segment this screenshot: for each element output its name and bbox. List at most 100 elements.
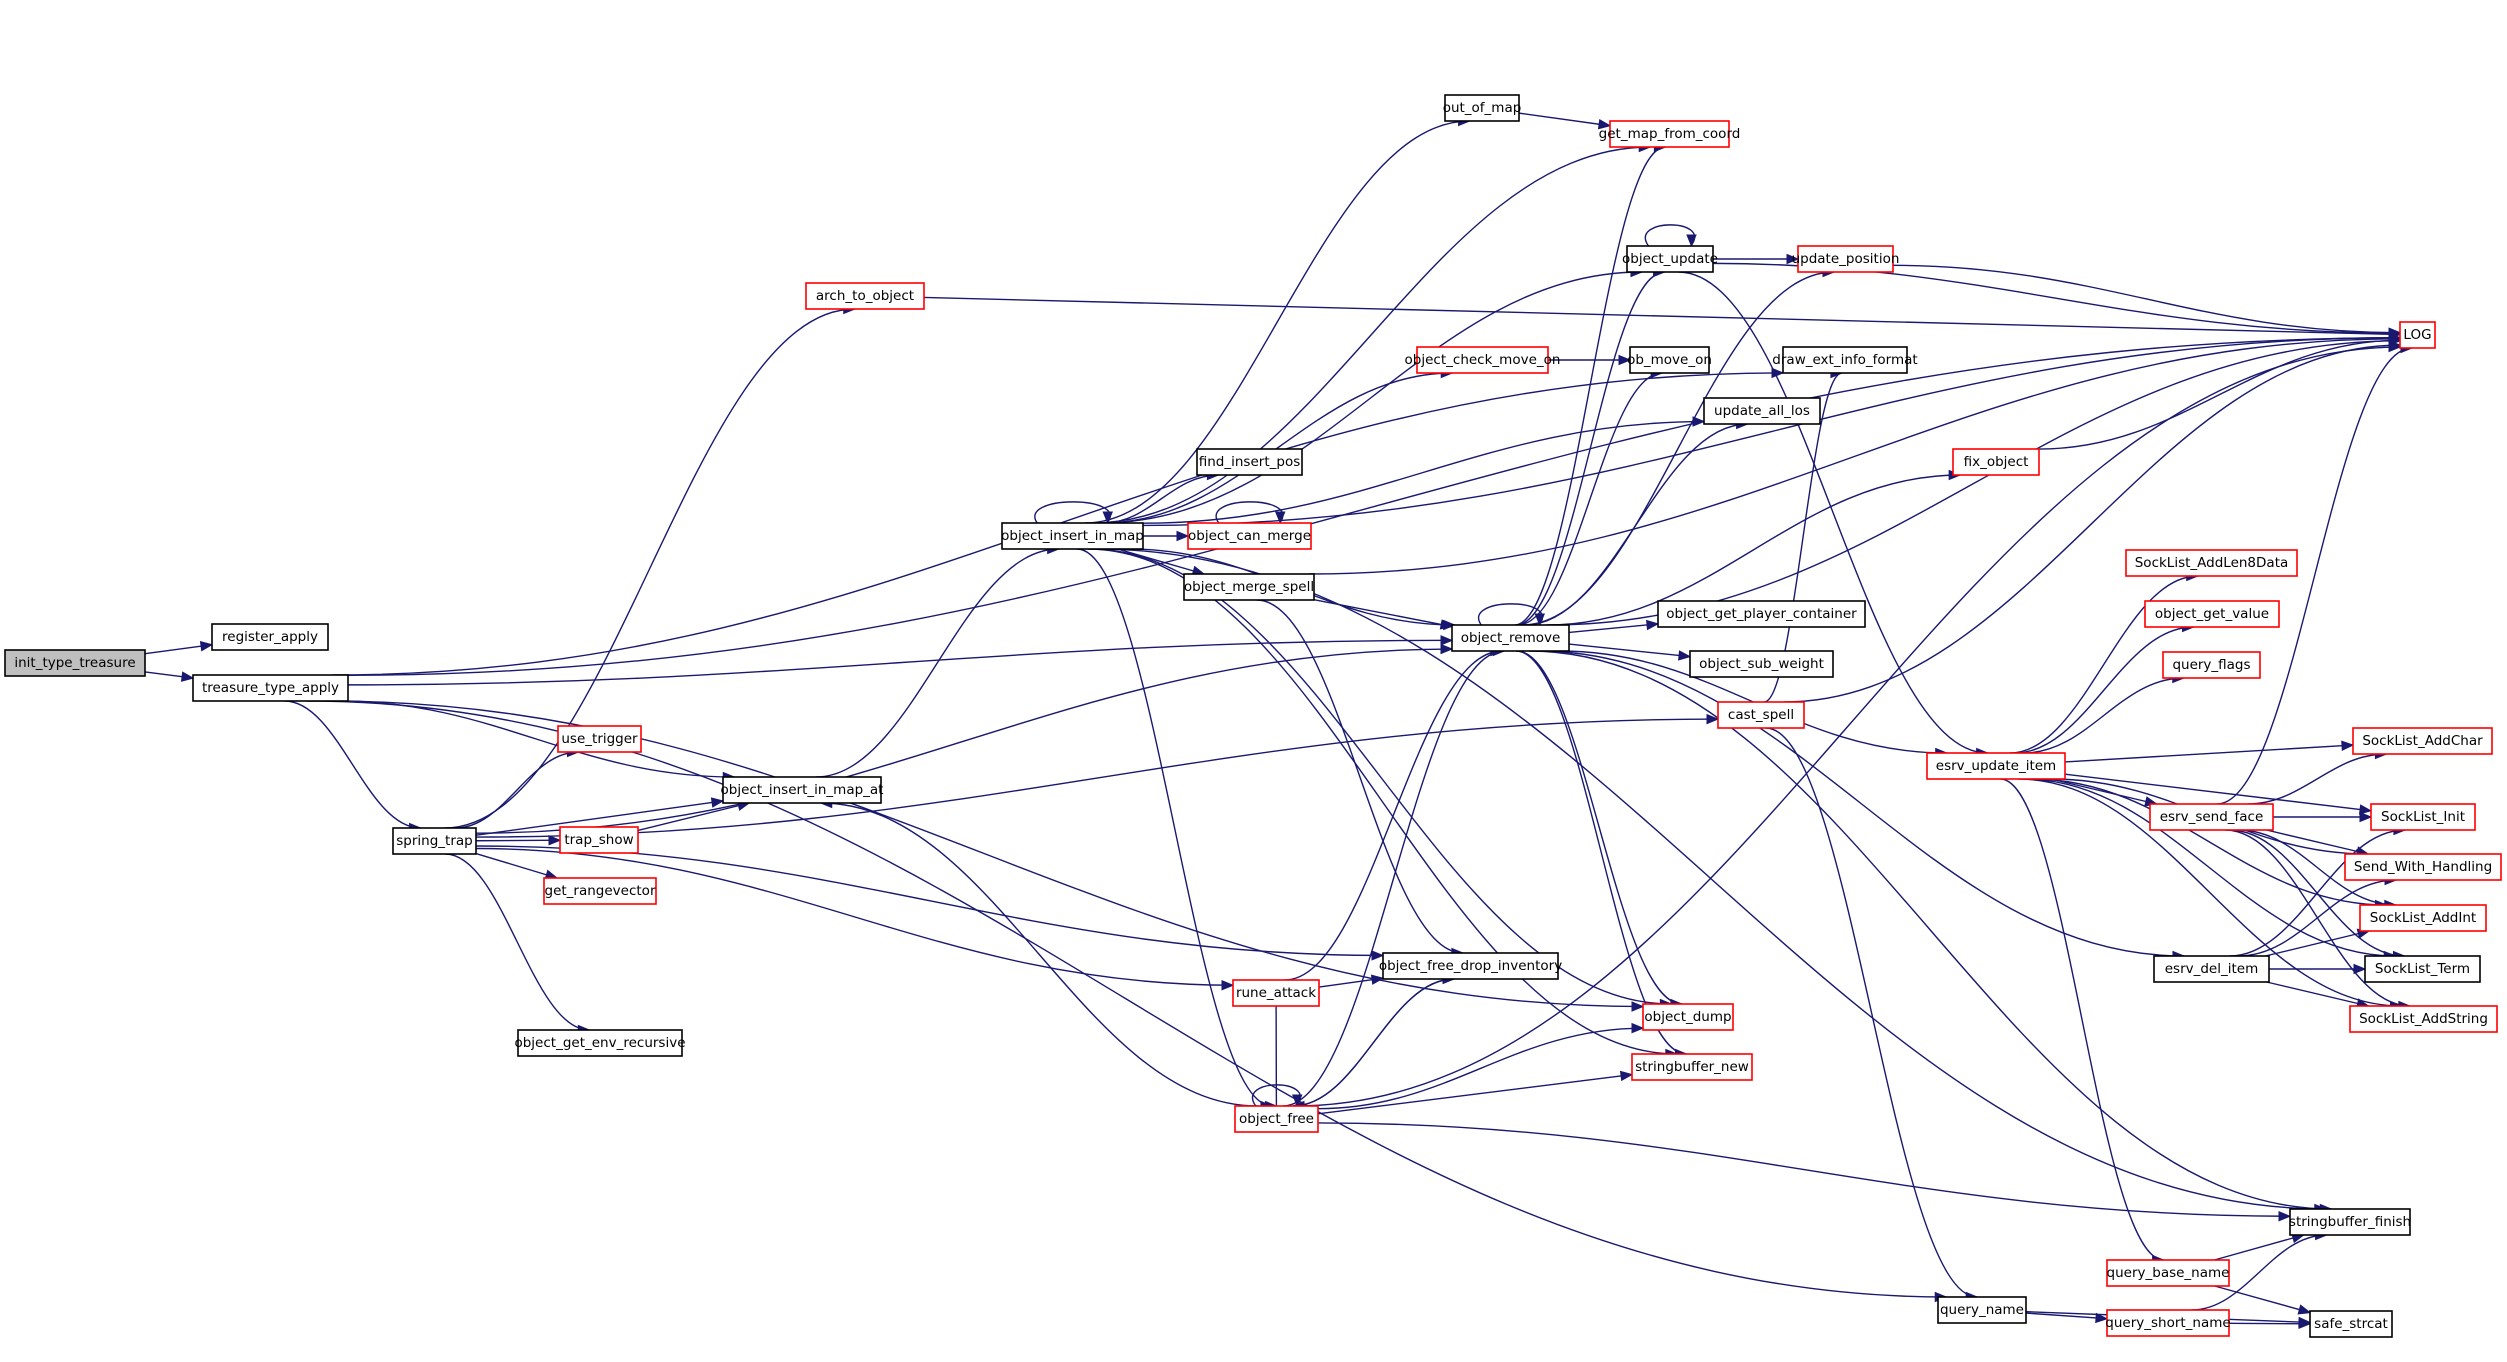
node-init-type-treasure[interactable]: init_type_treasure xyxy=(4,649,146,677)
edge-line xyxy=(2032,778,2387,906)
arrowhead-icon xyxy=(2298,1318,2312,1329)
node-box xyxy=(1451,624,1570,652)
node-object-merge-spell[interactable]: object_merge_spell xyxy=(1183,573,1315,601)
node-box xyxy=(1689,650,1834,678)
node-treasure-type-apply[interactable]: treasure_type_apply xyxy=(192,674,349,702)
node-object-free-drop-inventory[interactable]: object_free_drop_inventory xyxy=(1379,952,1562,980)
arrowhead-icon xyxy=(710,797,725,808)
arrowhead-icon xyxy=(2095,1312,2109,1324)
node-socklist-term[interactable]: SockList_Term xyxy=(2364,955,2481,983)
node-cast-spell[interactable]: cast_spell xyxy=(1717,701,1805,729)
edge-line xyxy=(1678,271,1988,754)
node-box xyxy=(1382,952,1559,980)
node-query-short-name[interactable]: query_short_name xyxy=(2105,1309,2231,1337)
node-query-name[interactable]: query_name xyxy=(1937,1296,2027,1324)
node-box xyxy=(1657,600,1866,628)
node-socklist-addstring[interactable]: SockList_AddString xyxy=(2349,1005,2498,1033)
arrowhead-icon xyxy=(1631,1001,1645,1012)
edge-object-update-to-update-position xyxy=(1713,253,1800,265)
edge-line xyxy=(2238,879,2397,957)
node-out-of-map[interactable]: out_of_map xyxy=(1443,94,1522,122)
node-object-get-value[interactable]: object_get_value xyxy=(2144,600,2280,628)
node-box xyxy=(722,776,882,804)
edge-spring-trap-to-use-trigger xyxy=(455,746,580,829)
node-box xyxy=(1797,245,1894,273)
node-label: esrv_update_item xyxy=(1936,758,2056,774)
node-object-get-env-recursive[interactable]: object_get_env_recursive xyxy=(514,1029,686,1057)
node-label: object_insert_in_map xyxy=(1001,528,1144,544)
node-send-with-handling[interactable]: Send_With_Handling xyxy=(2344,853,2502,881)
node-label: find_insert_pos xyxy=(1199,454,1300,470)
edges-layer xyxy=(144,112,2414,1329)
node-object-get-player-container[interactable]: object_get_player_container xyxy=(1657,600,1866,628)
node-arch-to-object[interactable]: arch_to_object xyxy=(805,282,925,310)
node-label: ob_move_on xyxy=(1627,352,1712,368)
node-log[interactable]: LOG xyxy=(2399,321,2436,349)
node-label: SockList_Init xyxy=(2381,809,2465,825)
node-spring-trap[interactable]: spring_trap xyxy=(392,827,477,855)
node-use-trigger[interactable]: use_trigger xyxy=(557,725,642,753)
node-get-rangevector[interactable]: get_rangevector xyxy=(543,877,657,905)
edge-line xyxy=(820,802,1258,1107)
edge-esrv-send-face-to-socklist-init xyxy=(2273,811,2373,823)
node-register-apply[interactable]: register_apply xyxy=(211,623,329,651)
node-object-insert-in-map[interactable]: object_insert_in_map xyxy=(1001,522,1144,550)
edge-line xyxy=(2064,773,2372,812)
edge-object-remove-to-log xyxy=(1549,335,2402,626)
edge-line xyxy=(1516,650,1682,1005)
node-object-insert-in-map-at[interactable]: object_insert_in_map_at xyxy=(721,776,884,804)
node-update-position[interactable]: update_position xyxy=(1792,245,1900,273)
node-stringbuffer-finish[interactable]: stringbuffer_finish xyxy=(2289,1208,2411,1236)
node-object-update[interactable]: object_update xyxy=(1622,245,1718,273)
node-object-check-move-on[interactable]: object_check_move_on xyxy=(1405,346,1561,374)
node-object-dump[interactable]: object_dump xyxy=(1642,1003,1734,1031)
node-rune-attack[interactable]: rune_attack xyxy=(1232,979,1320,1007)
node-esrv-del-item[interactable]: esrv_del_item xyxy=(2153,955,2270,983)
node-socklist-addlen8data[interactable]: SockList_AddLen8Data xyxy=(2125,549,2298,577)
node-get-map-from-coord[interactable]: get_map_from_coord xyxy=(1599,120,1741,148)
edge-init-type-treasure-to-register-apply xyxy=(144,641,214,655)
edge-spring-trap-to-cast-spell xyxy=(475,713,1720,838)
node-draw-ext-info-format[interactable]: draw_ext_info_format xyxy=(1772,346,1918,374)
node-find-insert-pos[interactable]: find_insert_pos xyxy=(1196,448,1303,476)
node-box xyxy=(1196,448,1303,476)
node-object-sub-weight[interactable]: object_sub_weight xyxy=(1689,650,1834,678)
node-socklist-addchar[interactable]: SockList_AddChar xyxy=(2352,727,2493,755)
edge-line xyxy=(1568,643,1691,658)
edge-line xyxy=(1515,271,1665,626)
edge-line xyxy=(1521,271,1835,626)
node-socklist-addint[interactable]: SockList_AddInt xyxy=(2359,904,2487,932)
node-safe-strcat[interactable]: safe_strcat xyxy=(2309,1310,2393,1338)
edge-esrv-update-item-to-socklist-addchar xyxy=(2064,740,2355,763)
node-fix-object[interactable]: fix_object xyxy=(1952,448,2040,476)
edge-line xyxy=(1892,264,2401,334)
node-query-base-name[interactable]: query_base_name xyxy=(2106,1259,2230,1287)
nodes-layer: init_type_treasure register_apply treasure… xyxy=(4,94,2502,1338)
node-label: cast_spell xyxy=(1728,707,1794,723)
node-label: fix_object xyxy=(1964,454,2029,470)
arrowhead-icon xyxy=(2278,1210,2292,1222)
node-esrv-update-item[interactable]: esrv_update_item xyxy=(1926,752,2066,780)
node-object-free[interactable]: object_free xyxy=(1234,1105,1319,1133)
node-label: init_type_treasure xyxy=(14,655,135,671)
node-esrv-send-face[interactable]: esrv_send_face xyxy=(2149,803,2274,831)
edge-line xyxy=(445,853,590,1031)
edge-line xyxy=(1313,598,1453,628)
node-label: object_can_merge xyxy=(1188,528,1311,544)
node-box xyxy=(557,725,642,753)
node-object-can-merge[interactable]: object_can_merge xyxy=(1187,522,1312,550)
node-label: stringbuffer_finish xyxy=(2289,1214,2411,1230)
node-object-remove[interactable]: object_remove xyxy=(1451,624,1570,652)
node-box xyxy=(2364,955,2481,983)
node-query-flags[interactable]: query_flags xyxy=(2162,651,2261,679)
edge-object-free-to-stringbuffer-new xyxy=(1317,1070,1634,1115)
edge-init-type-treasure-to-treasure-type-apply xyxy=(144,671,195,682)
node-label: SockList_AddString xyxy=(2359,1011,2488,1027)
node-socklist-init[interactable]: SockList_Init xyxy=(2370,803,2476,831)
node-trap-show[interactable]: trap_show xyxy=(559,826,639,854)
node-ob-move-on[interactable]: ob_move_on xyxy=(1627,346,1712,374)
node-update-all-los[interactable]: update_all_los xyxy=(1703,397,1821,425)
node-label: object_sub_weight xyxy=(1699,656,1824,672)
node-label: object_insert_in_map_at xyxy=(721,782,884,798)
node-stringbuffer-new[interactable]: stringbuffer_new xyxy=(1631,1053,1753,1081)
